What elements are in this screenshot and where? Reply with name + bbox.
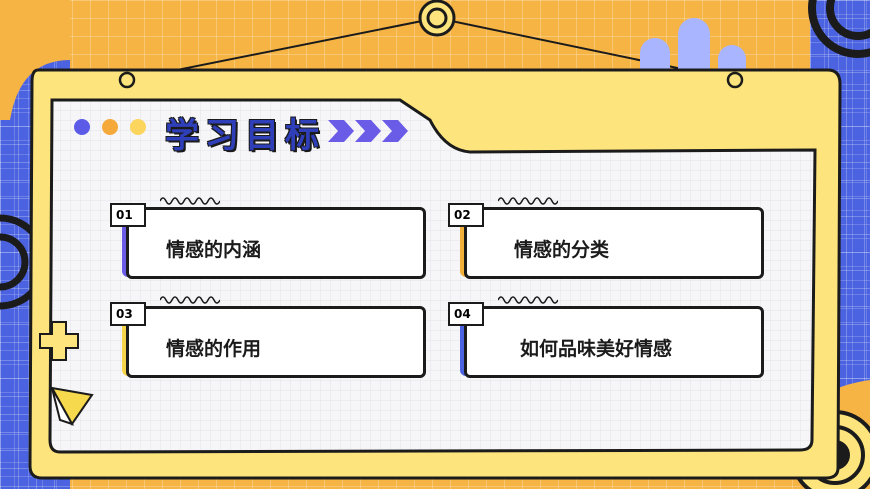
hanger-ring-icon: [418, 0, 456, 37]
page-title: 学习目标: [165, 116, 325, 156]
objective-card-4[interactable]: 04 如何品味美好情感: [448, 294, 768, 384]
card-box: [126, 207, 426, 279]
item-number: 04: [448, 302, 484, 326]
item-number: 02: [448, 203, 484, 227]
wave-decoration: [498, 197, 558, 205]
item-number: 03: [110, 302, 146, 326]
wave-decoration: [498, 296, 558, 304]
item-label: 情感的分类: [514, 239, 610, 261]
concentric-circle-icon: [808, 0, 870, 58]
triangle-shape-icon: [50, 386, 94, 426]
wave-decoration: [160, 197, 220, 205]
item-number: 01: [110, 203, 146, 227]
card-box: [464, 306, 764, 378]
item-label: 如何品味美好情感: [520, 338, 673, 360]
plus-shape-icon: [39, 321, 79, 361]
objective-card-1[interactable]: 01 情感的内涵: [110, 195, 430, 285]
card-box: [126, 306, 426, 378]
card-box: [464, 207, 764, 279]
wave-decoration: [160, 296, 220, 304]
objective-card-2[interactable]: 02 情感的分类: [448, 195, 768, 285]
item-label: 情感的内涵: [166, 239, 262, 261]
objective-card-3[interactable]: 03 情感的作用: [110, 294, 430, 384]
item-label: 情感的作用: [166, 338, 262, 360]
chevron-right-icon: [328, 120, 408, 142]
